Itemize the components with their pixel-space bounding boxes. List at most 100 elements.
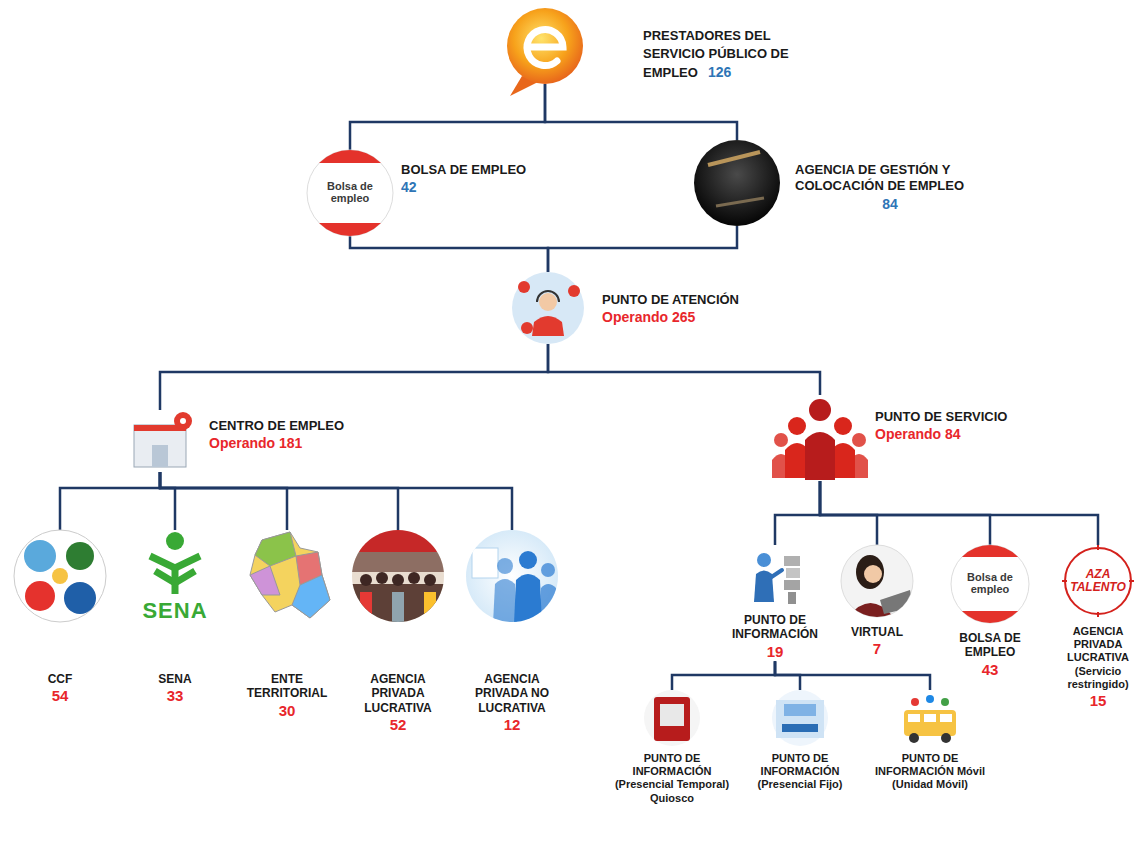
tree-connector <box>160 472 175 530</box>
sena-logo-icon <box>150 532 200 594</box>
head <box>424 574 436 586</box>
headset <box>537 291 559 302</box>
logo-circle <box>507 8 583 84</box>
node-label: BOLSA DE EMPLEO <box>950 631 1030 660</box>
head <box>519 551 537 569</box>
bolsa-icon <box>951 545 1029 623</box>
tree-connector <box>160 472 512 530</box>
map-region <box>292 575 330 618</box>
tree-connector <box>160 472 287 530</box>
sign-block <box>786 568 800 578</box>
photo-content <box>472 548 558 624</box>
person <box>805 432 835 480</box>
provider-type: AGENCIA DE GESTIÓN Y COLOCACIÓN DE EMPLE… <box>694 140 985 226</box>
icon-slot <box>694 140 780 226</box>
icon-circle <box>307 150 393 236</box>
node-label: ENTE TERRITORIAL <box>237 672 337 701</box>
provider-type: Bolsa de empleoBOLSA DE EMPLEO42 <box>307 150 541 236</box>
tree-connector <box>820 481 877 545</box>
bus-icon <box>904 695 956 743</box>
body <box>540 584 558 624</box>
map-region <box>255 532 296 566</box>
red-cap <box>951 611 1029 623</box>
count-number: 30 <box>237 701 337 721</box>
icon-slot: Bolsa de empleo <box>951 545 1029 623</box>
bus-window <box>940 714 952 722</box>
gold-stroke <box>708 152 760 165</box>
node-label: PUNTO DE ATENCIÓN <box>602 292 772 308</box>
connector-group <box>60 84 1098 690</box>
room <box>776 700 824 738</box>
count-number: 12 <box>462 715 562 735</box>
bolsa-icon <box>307 150 393 236</box>
target-ring <box>1065 548 1131 614</box>
head <box>541 563 555 577</box>
node-label: PUNTO DE INFORMACIÓN (Presencial Fijo) <box>745 752 855 792</box>
gold-stroke <box>716 198 764 206</box>
icon-slot <box>841 545 913 617</box>
target-ticks <box>1062 545 1134 617</box>
node-label: AGENCIA PRIVADA LUCRATIVA <box>348 672 448 715</box>
label-group: AGENCIA PRIVADA NO LUCRATIVA12 <box>462 672 562 735</box>
label-group: PUNTO DE INFORMACIÓN (Presencial Tempora… <box>605 752 739 805</box>
logo-letter-shape <box>527 30 563 66</box>
logo-blob <box>24 540 56 572</box>
tree-connector <box>350 84 545 150</box>
people-icon <box>772 399 868 480</box>
icon-slot <box>777 395 863 481</box>
badge <box>174 412 192 430</box>
head <box>376 572 388 584</box>
node-label: CENTRO DE EMPLEO <box>209 418 379 434</box>
icon-slot <box>14 530 106 622</box>
call-center-icon <box>512 272 584 344</box>
e-logo-icon <box>507 8 583 96</box>
operating-count: Operando 265 <box>602 308 772 327</box>
service-point: PUNTO DE SERVICIOOperando 84 <box>777 395 1045 481</box>
icon-slot <box>129 410 191 472</box>
center-type: ENTE TERRITORIAL30 <box>237 530 337 720</box>
photo-content <box>352 530 444 624</box>
label-group: PUNTO DE INFORMACIÓN (Presencial Fijo) <box>745 752 855 792</box>
count-number: 126 <box>708 63 731 81</box>
employment-center: CENTRO DE EMPLEOOperando 181 <box>129 410 379 472</box>
label-group: PUNTO DE ATENCIÓNOperando 265 <box>602 292 772 327</box>
head <box>360 574 372 586</box>
count-number: 52 <box>348 715 448 735</box>
desk <box>782 724 818 732</box>
icon-circle <box>512 272 584 344</box>
info-point-type: PUNTO DE INFORMACIÓN (Presencial Fijo) <box>745 690 855 792</box>
count-number: 54 <box>14 686 106 706</box>
tree-connector <box>820 481 990 545</box>
body <box>514 574 542 624</box>
crowd <box>352 584 444 624</box>
label-group: CCF54 <box>14 672 106 706</box>
icon-label: Bolsa de empleo <box>322 181 378 204</box>
person <box>941 698 949 706</box>
center-type: AGENCIA PRIVADA NO LUCRATIVA12 <box>462 530 562 735</box>
icon-circle <box>951 545 1029 623</box>
person-arm <box>770 570 782 578</box>
bus-window <box>924 714 936 722</box>
count-number: 7 <box>842 639 912 659</box>
tree-connector <box>350 236 548 272</box>
bus-window <box>908 714 920 722</box>
kiosk-screen <box>660 704 684 726</box>
person <box>911 698 919 706</box>
service-type: AZA TALENTOAGENCIA PRIVADA LUCRATIVA (Se… <box>1055 545 1141 710</box>
icon-label: Bolsa de empleo <box>962 572 1018 595</box>
icon-slot <box>466 530 558 622</box>
icon-slot <box>772 690 828 746</box>
door <box>152 445 168 467</box>
node-label: PUNTO DE INFORMACIÓN <box>723 613 827 642</box>
label-group: PUNTO DE INFORMACIÓN Móvil (Unidad Móvil… <box>865 752 995 792</box>
label-group: SENA33 <box>129 672 221 706</box>
person-head <box>757 553 771 567</box>
head <box>497 558 513 574</box>
bubble <box>521 322 533 334</box>
target-logo-icon <box>1062 545 1134 617</box>
icon-caps <box>951 545 1029 623</box>
center-type: CCF54 <box>14 530 106 706</box>
label-group: BOLSA DE EMPLEO43 <box>950 631 1030 679</box>
person-body <box>532 316 564 336</box>
